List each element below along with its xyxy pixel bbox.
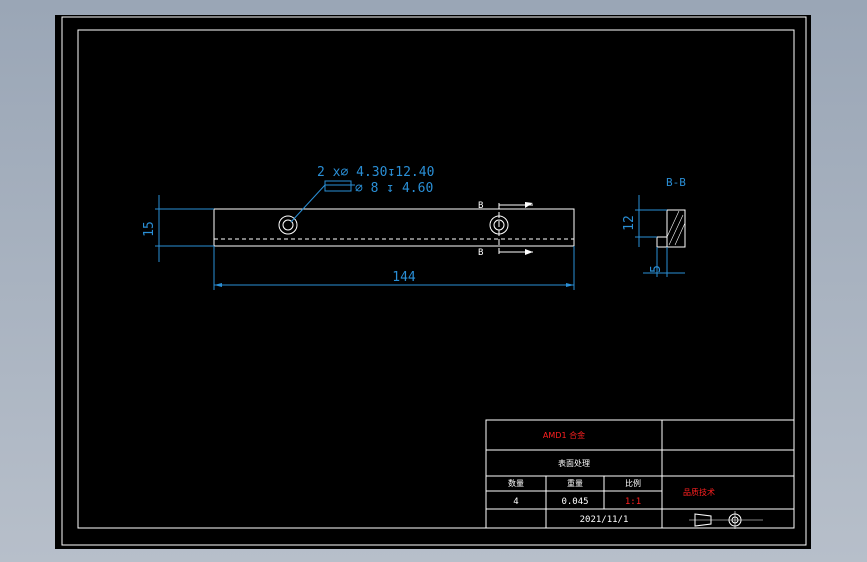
section-arrowhead-top bbox=[525, 202, 533, 208]
section-line-b[interactable]: B B bbox=[478, 201, 533, 258]
hole-left-inner bbox=[282, 219, 294, 231]
section-step bbox=[656, 236, 668, 248]
part-front-view[interactable] bbox=[213, 208, 575, 247]
leader-line bbox=[290, 184, 326, 223]
section-label-bottom: B bbox=[478, 248, 483, 258]
dimension-height[interactable]: 15 bbox=[142, 195, 214, 262]
tb-company: 品质技术 bbox=[683, 487, 715, 497]
section-outline bbox=[666, 209, 686, 248]
tb-header-weight: 重量 bbox=[567, 478, 583, 488]
dimension-length[interactable]: 144 bbox=[213, 246, 575, 290]
arrow-right bbox=[566, 283, 574, 287]
dim-length-label: 144 bbox=[392, 270, 416, 285]
outer-border bbox=[61, 16, 807, 546]
tb-value-qty: 4 bbox=[513, 497, 518, 507]
hole-left-outer bbox=[278, 215, 298, 235]
tb-date: 2021/11/1 bbox=[580, 515, 629, 525]
title-block[interactable]: AMD1 合金 表面处理 数量 重量 比例 4 0.045 1:1 品质技术 2… bbox=[485, 419, 795, 529]
hatch-1 bbox=[668, 214, 684, 246]
section-arrowhead-bottom bbox=[525, 249, 533, 255]
tb-surface-treatment: 表面处理 bbox=[558, 458, 590, 468]
hole-callout[interactable]: 2 x⌀ 4.30↧12.40 ⌀ 8 ↧ 4.60 bbox=[290, 165, 434, 223]
tb-part-name: AMD1 合金 bbox=[543, 430, 585, 440]
section-view[interactable]: B-B 12 5 bbox=[622, 176, 686, 277]
tb-value-weight: 0.045 bbox=[561, 497, 588, 507]
section-title: B-B bbox=[666, 176, 686, 189]
tb-header-qty: 数量 bbox=[508, 478, 524, 488]
hatch-3 bbox=[666, 210, 680, 238]
tb-value-scale: 1:1 bbox=[625, 497, 641, 507]
tb-outline bbox=[485, 419, 795, 529]
projection-symbol-icon bbox=[689, 511, 763, 529]
section-dim-width: 5 bbox=[649, 265, 664, 273]
dim-height-label: 15 bbox=[142, 221, 157, 237]
arrow-left bbox=[214, 283, 222, 287]
bar-outline bbox=[213, 208, 575, 247]
section-dim-height: 12 bbox=[622, 215, 637, 231]
hole-note-line2: ⌀ 8 ↧ 4.60 bbox=[355, 181, 433, 196]
drawing-sheet[interactable]: B B 2 x⌀ 4.30↧12.40 ⌀ 8 ↧ 4.60 15 bbox=[55, 15, 811, 549]
hole-note-box bbox=[324, 180, 352, 192]
section-label-top: B bbox=[478, 201, 483, 211]
tb-header-scale: 比例 bbox=[625, 478, 641, 488]
hole-note-line1: 2 x⌀ 4.30↧12.40 bbox=[317, 165, 434, 180]
drawing-svg: B B 2 x⌀ 4.30↧12.40 ⌀ 8 ↧ 4.60 15 bbox=[61, 16, 807, 546]
hatch-2 bbox=[674, 222, 686, 246]
inner-border bbox=[77, 29, 795, 529]
